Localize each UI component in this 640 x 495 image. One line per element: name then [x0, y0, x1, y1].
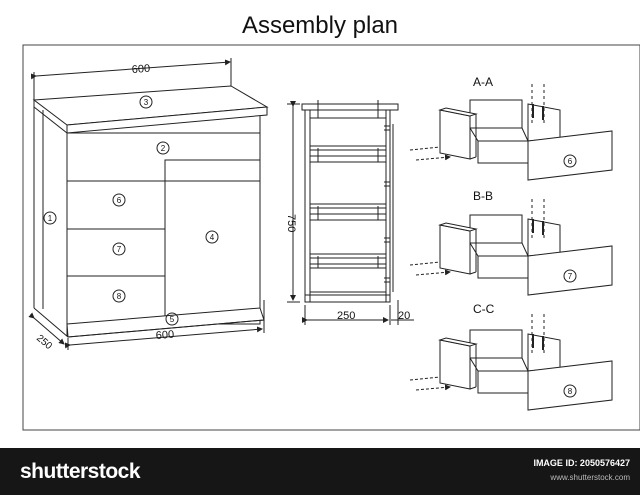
section-detail-b	[410, 199, 612, 295]
site-url[interactable]: www.shutterstock.com	[550, 473, 630, 482]
section-label-c: C-C	[473, 302, 495, 316]
dim-front-width-bottom: 600	[155, 329, 174, 342]
front-view	[28, 58, 269, 350]
dim-side-height: 750	[285, 214, 297, 232]
page-title: Assembly plan	[241, 12, 399, 39]
callout-5: 5	[170, 315, 175, 324]
callout-1: 1	[48, 214, 53, 223]
section-part-8: 8	[568, 387, 573, 396]
callout-3: 3	[144, 98, 149, 107]
callout-8: 8	[117, 292, 122, 301]
image-id: IMAGE ID: 2050576427	[533, 458, 630, 468]
callout-6: 6	[117, 196, 122, 205]
dim-front-width-top: 600	[131, 63, 150, 76]
section-part-7: 7	[568, 272, 573, 281]
section-part-6: 6	[568, 157, 573, 166]
technical-drawing: 600 600 250 3 2 1 6 7 8 4 5	[22, 44, 640, 431]
section-label-b: B-B	[473, 189, 493, 203]
drawing-sheet: Assembly plan	[22, 12, 640, 431]
callout-2: 2	[161, 144, 166, 153]
dim-side-depth: 250	[337, 310, 355, 322]
dim-front-depth: 250	[34, 333, 54, 352]
section-detail-a	[409, 84, 613, 181]
callout-4: 4	[210, 233, 215, 242]
dim-side-offset: 20	[398, 310, 410, 322]
section-label-a: A-A	[473, 75, 493, 89]
footer-bar: shutterstock IMAGE ID: 2050576427 www.sh…	[0, 448, 640, 495]
brand-logo[interactable]: shutterstock	[20, 460, 141, 483]
section-detail-c	[410, 314, 612, 410]
sheet-border	[22, 44, 640, 431]
callout-7: 7	[117, 245, 122, 254]
side-view	[287, 100, 414, 325]
